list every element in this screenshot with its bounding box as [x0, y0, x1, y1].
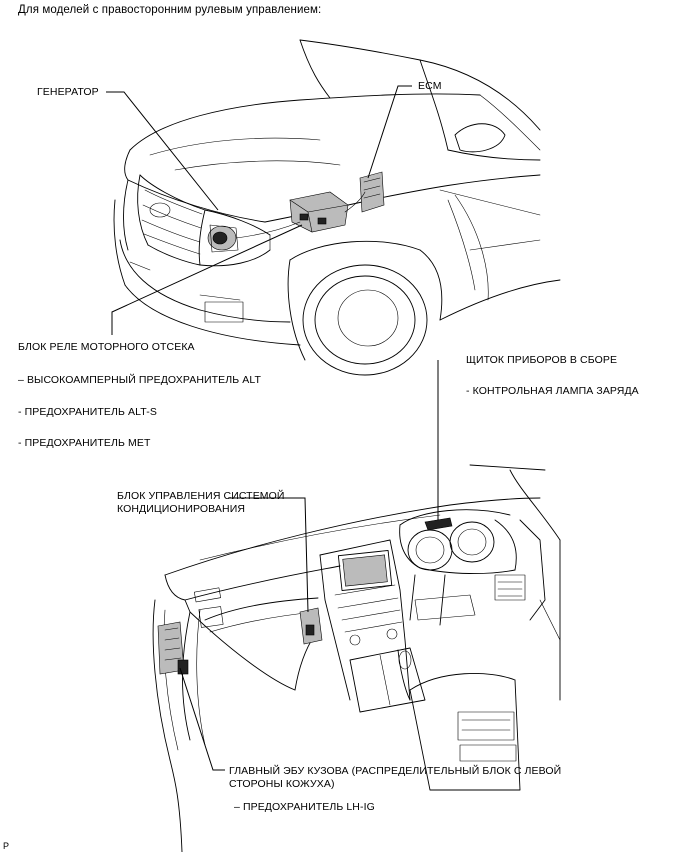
- ecm-part: [359, 171, 385, 213]
- body-ecu-label-line1: ГЛАВНЫЙ ЭБУ КУЗОВА (РАСПРЕДЕЛИТЕЛЬНЫЙ БЛ…: [229, 765, 562, 777]
- relay-block-leader-line: [111, 224, 303, 335]
- page-title: Для моделей с правосторонним рулевым упр…: [18, 4, 322, 16]
- engine-relay-block-label: БЛОК РЕЛЕ МОТОРНОГО ОТСЕКА: [18, 341, 195, 353]
- body-ecu-leader-line: [179, 667, 225, 771]
- vehicle-drawing: [113, 39, 561, 376]
- generator-part: [207, 224, 239, 253]
- body-ecu-label-line2: СТОРОНЫ КОЖУХА): [229, 778, 335, 790]
- ac-unit-label-line1: БЛОК УПРАВЛЕНИЯ СИСТЕМОЙ: [117, 490, 285, 502]
- instrument-panel-label: ЩИТОК ПРИБОРОВ В СБОРЕ: [466, 354, 618, 366]
- ecm-leader-line: [367, 85, 412, 179]
- alt-fuse-label: – ВЫСОКОАМПЕРНЫЙ ПРЕДОХРАНИТЕЛЬ ALT: [18, 374, 262, 386]
- met-fuse-label: - ПРЕДОХРАНИТЕЛЬ MET: [18, 437, 151, 449]
- ac-unit-leader-line: [228, 497, 309, 613]
- figure-code: P: [3, 841, 10, 851]
- charge-lamp-label: - КОНТРОЛЬНАЯ ЛАМПА ЗАРЯДА: [466, 385, 639, 397]
- alts-fuse-label: - ПРЕДОХРАНИТЕЛЬ ALT-S: [18, 406, 157, 418]
- instrument-panel-part: [424, 517, 453, 531]
- generator-label: ГЕНЕРАТОР: [37, 86, 99, 98]
- body-ecu-part: [157, 621, 189, 675]
- ac-unit-label-line2: КОНДИЦИОНИРОВАНИЯ: [117, 503, 246, 515]
- ecm-label: ECM: [418, 80, 442, 92]
- lhig-fuse-label: – ПРЕДОХРАНИТЕЛЬ LH-IG: [234, 801, 375, 813]
- engine-relay-block-part: [289, 191, 349, 233]
- generator-leader-line: [106, 91, 219, 211]
- dashboard-drawing: [152, 464, 561, 852]
- ac-unit-part: [299, 607, 323, 645]
